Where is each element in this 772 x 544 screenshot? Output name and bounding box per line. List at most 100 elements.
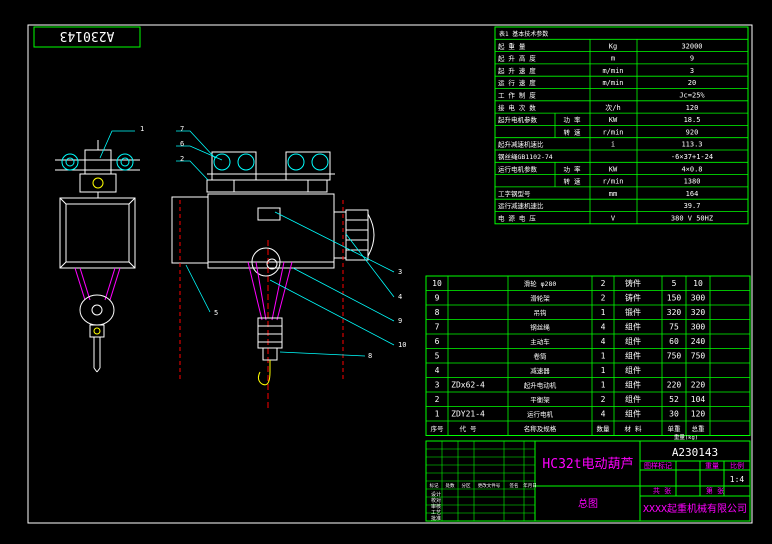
callout-number: 1 xyxy=(140,125,144,133)
callout-number: 10 xyxy=(398,341,406,349)
params-label: 运行电机参数 xyxy=(498,164,538,173)
params-value: 18.5 xyxy=(684,116,701,124)
bom-header-cell: 单重 xyxy=(668,424,682,433)
bom-cell: 2 xyxy=(435,395,440,404)
bom-cell: 组件 xyxy=(625,365,641,375)
drawing-code: A230143 xyxy=(60,28,115,43)
weight-label: 重量 xyxy=(705,462,719,470)
callout-leaders xyxy=(99,130,395,357)
title-left-label: 分区 xyxy=(462,482,471,489)
bom-cell: 5 xyxy=(672,279,677,288)
bom-header-cell: 数量 xyxy=(597,424,611,433)
callout-number: 8 xyxy=(368,352,372,360)
params-unit: r/min xyxy=(602,178,623,186)
params-value: 3 xyxy=(690,67,694,75)
bom-cell: 1 xyxy=(601,308,606,317)
scale-value: 1:4 xyxy=(730,475,745,484)
params-unit: Kg xyxy=(609,42,617,50)
bom-cell: 平衡架 xyxy=(530,395,550,404)
title-sign-label: 设计 xyxy=(431,491,441,498)
bom-cell: 运行电机 xyxy=(527,410,554,419)
bom-cell: 起升电动机 xyxy=(524,381,557,390)
bom-cell: 30 xyxy=(669,410,679,419)
params-sublabel: 转 速 xyxy=(564,177,581,186)
bom-cell: 铸件 xyxy=(625,293,641,303)
bom-cell: 300 xyxy=(691,323,706,332)
bom-cell: 240 xyxy=(691,337,706,346)
params-label: 工字钢型号 xyxy=(498,189,531,198)
sheet-label-2: 第 张 xyxy=(706,486,724,495)
bom-cell: 750 xyxy=(667,352,682,361)
side-view xyxy=(55,140,140,373)
params-unit: m xyxy=(611,55,615,63)
params-unit: m/min xyxy=(602,67,623,75)
params-sublabel: 功 率 xyxy=(564,164,581,173)
params-label: 电 源 电 压 xyxy=(498,214,536,223)
params-label: 起 升 高 度 xyxy=(498,54,536,63)
params-unit: mm xyxy=(609,190,617,198)
params-unit: V xyxy=(611,215,616,223)
bom-cell: 锻件 xyxy=(625,307,641,317)
bom-cell: 150 xyxy=(667,294,682,303)
bom-cell: 4 xyxy=(601,337,606,346)
bom-cell: 60 xyxy=(669,337,679,346)
bom-cell: 750 xyxy=(691,352,706,361)
params-value: -6×37+1-24 xyxy=(671,153,713,161)
bom-cell: 减速器 xyxy=(530,366,550,375)
bom-cell: 滑轮架 xyxy=(530,294,550,303)
bom-header-cell: 名称及规格 xyxy=(524,424,557,433)
params-value: Jc=25% xyxy=(679,92,705,100)
callout-number: 3 xyxy=(398,268,402,276)
stage-label: 图样标记 xyxy=(644,461,672,470)
title-left-label: 签名 xyxy=(510,482,519,489)
params-unit: r/min xyxy=(602,128,623,136)
params-label: 运 行 速 度 xyxy=(498,78,536,87)
params-sublabel: 功 率 xyxy=(564,115,581,124)
params-unit: 次/h xyxy=(605,103,620,112)
bom-cell: 吊钩 xyxy=(534,308,548,317)
bom-cell: 组件 xyxy=(625,351,641,361)
bom-cell: 1 xyxy=(601,381,606,390)
bom-header-cell: 材 料 xyxy=(625,424,642,433)
params-label: 起升减速机速比 xyxy=(498,140,544,149)
params-value: 380 V 50HZ xyxy=(671,215,713,223)
title-left-label: 标记 xyxy=(430,482,439,489)
title-drawing-no: A230143 xyxy=(672,446,718,459)
bom-cell: 1 xyxy=(601,352,606,361)
params-label: 工 作 制 度 xyxy=(498,91,536,100)
title-sign-label: 批准 xyxy=(431,515,441,522)
params-value: 20 xyxy=(688,79,696,87)
params-value: 1380 xyxy=(684,178,701,186)
scale-label: 比例 xyxy=(730,461,744,470)
bom-cell: 4 xyxy=(601,410,606,419)
title-sign-label: 校对 xyxy=(431,497,441,504)
bom-cell: 2 xyxy=(601,279,606,288)
bom-cell: 10 xyxy=(432,279,442,288)
bom-cell: 钢丝绳 xyxy=(530,323,550,332)
bom-cell: 滑轮 φ280 xyxy=(524,279,557,288)
params-value: 32000 xyxy=(681,42,702,50)
params-label: 起 升 速 度 xyxy=(498,66,536,75)
bom-header-cell: 代 号 xyxy=(460,424,477,433)
params-unit: KW xyxy=(609,165,618,173)
callout-number: 9 xyxy=(398,317,402,325)
params-value: 120 xyxy=(686,104,699,112)
bom-cell: 组件 xyxy=(625,336,641,346)
bom-cell: ZDx62-4 xyxy=(451,381,485,390)
title-block: 标记处数分区更改文件号签名年月日设计校对审核工艺批准 HC32t电动葫芦 总图 … xyxy=(425,440,751,522)
bom-cell: 卷筒 xyxy=(534,352,548,361)
bom-cell: 220 xyxy=(667,381,682,390)
bom-cell: 5 xyxy=(435,352,440,361)
drawing-code-box: A230143 xyxy=(33,26,141,48)
bom-cell: 52 xyxy=(669,395,679,404)
bom-cell: 组件 xyxy=(625,380,641,390)
params-value: 113.3 xyxy=(681,141,702,149)
bom-weight-label: 重量(kg) xyxy=(674,433,698,441)
bom-cell: 组件 xyxy=(625,409,641,419)
bom-cell: 300 xyxy=(691,294,706,303)
title-sign-label: 审核 xyxy=(431,503,441,510)
bom-cell: 1 xyxy=(601,366,606,375)
params-label: 起 重 量 xyxy=(498,42,526,50)
bom-header-cell: 总重 xyxy=(692,424,706,433)
